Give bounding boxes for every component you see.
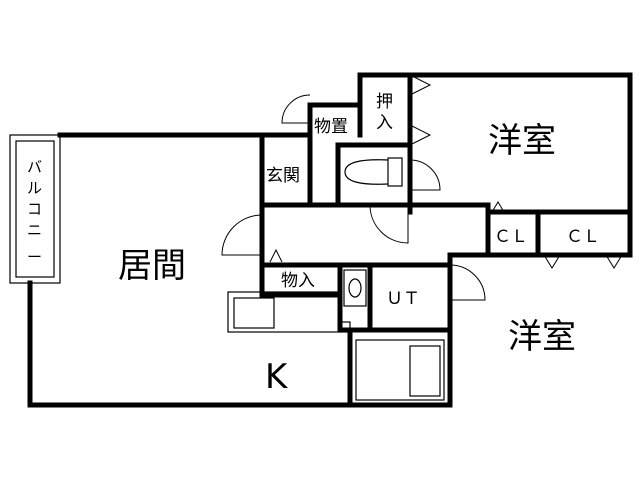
balcony-label-3: コ	[27, 200, 42, 218]
balcony	[9, 134, 61, 284]
kitchen-counter	[227, 291, 351, 333]
oshiire-label-2: 入	[376, 113, 393, 133]
interior-walls	[259, 102, 633, 408]
balcony-label-2: ル	[27, 179, 42, 197]
closet-2-label: ＣＬ	[566, 227, 600, 247]
utility-label: ＵＴ	[386, 289, 420, 309]
balcony-label-1: バ	[27, 158, 42, 176]
toilet	[344, 157, 403, 187]
closet-1-label: ＣＬ	[494, 227, 528, 247]
kitchen-label: K	[265, 357, 289, 397]
washbasin	[343, 269, 367, 307]
storage-label: 物置	[314, 117, 348, 137]
entrance-label: 玄関	[266, 166, 300, 186]
balcony-label-4: ニ	[27, 221, 42, 239]
balcony-label-5: ー	[27, 248, 42, 266]
western-room-1-label: 洋室	[488, 121, 556, 161]
door-swings	[221, 74, 623, 301]
bathtub	[355, 339, 445, 401]
monoire-label: 物入	[281, 271, 315, 291]
living-room-label: 居間	[118, 246, 186, 286]
oshiire-label-1: 押	[376, 92, 393, 112]
western-room-2-label: 洋室	[508, 317, 576, 357]
